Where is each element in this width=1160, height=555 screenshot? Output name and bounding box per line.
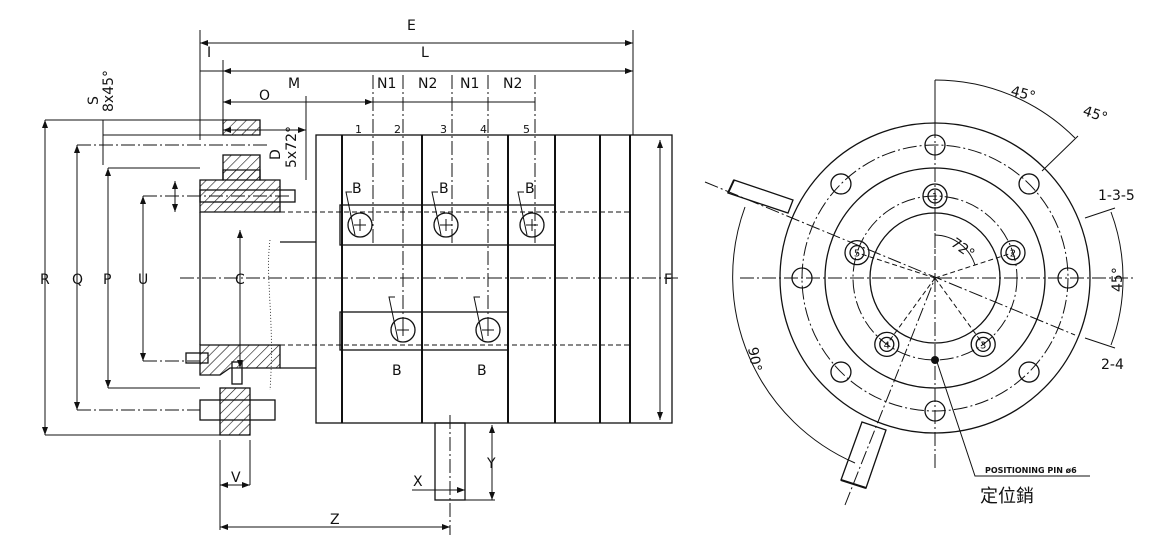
dimension-labels: E I L M N1 N2 N1 N2 O S 8x45° D 5x72° R … [40, 18, 672, 528]
dim-L: L [421, 45, 429, 61]
side-view: E I L M N1 N2 N1 N2 O S 8x45° D 5x72° R … [40, 18, 680, 535]
dim-O: O [259, 88, 270, 104]
dim-N2: N2 [418, 76, 437, 92]
tube-upper-left [727, 179, 794, 214]
bolt-hole [1057, 267, 1079, 289]
port-hole [345, 191, 373, 238]
port-label-B: B [477, 363, 487, 379]
dim-U: U [138, 272, 148, 288]
group-2-4: 2-4 [1101, 357, 1124, 373]
bolt-hole [830, 361, 852, 383]
port-label-B: B [352, 181, 362, 197]
bolt-hole [830, 173, 852, 195]
port-number-4: 4 [480, 123, 487, 136]
dim-E: E [407, 18, 416, 34]
positioning-pin-note-chinese: 定位銷 [980, 486, 1034, 507]
port-number-1: 1 [355, 123, 362, 136]
port-label-B: B [392, 363, 402, 379]
dim-X: X [413, 474, 423, 490]
dimension-lines [42, 30, 680, 530]
port-hole-2: 2 [934, 240, 1026, 279]
port-label-B: B [439, 181, 449, 197]
flange-section [185, 119, 630, 436]
svg-text:4: 4 [884, 340, 890, 351]
bolt-hole [1018, 361, 1040, 383]
dim-N1: N1 [377, 76, 396, 92]
dim-M: M [288, 76, 300, 92]
positioning-pin-note: POSITIONING PIN ø6 [985, 466, 1077, 475]
dim-Z: Z [330, 512, 340, 528]
svg-text:5: 5 [854, 249, 860, 260]
dim-P: P [103, 272, 111, 288]
angle-45-right: 45° [1110, 267, 1126, 292]
port-hole [473, 296, 501, 343]
port-hole-1: 1 [922, 183, 948, 278]
dim-N1-2: N1 [460, 76, 479, 92]
group-1-3-5: 1-3-5 [1098, 188, 1135, 204]
port-hole-5: 5 [844, 240, 936, 279]
port-holes [345, 191, 545, 343]
dim-R: R [40, 272, 50, 288]
port-label-B: B [525, 181, 535, 197]
port-hole [431, 191, 459, 238]
dim-F: F [664, 272, 672, 288]
angle-45-top-label: 45° [1009, 83, 1037, 105]
bolt-hole [924, 134, 946, 156]
bolt-hole [791, 267, 813, 289]
bolt-hole [1018, 173, 1040, 195]
dim-V: V [231, 470, 241, 486]
port-number-3: 3 [440, 123, 447, 136]
rotary-union-body [315, 134, 673, 535]
port-hole [388, 296, 416, 343]
dim-chamfer: 8x45° [101, 70, 117, 112]
positioning-pin [931, 356, 939, 364]
angle-45-top: 45° [1081, 103, 1110, 126]
dim-D: D [268, 149, 284, 160]
port-hole [517, 191, 545, 238]
front-holes: 1 2 3 4 5 [791, 134, 1079, 422]
dim-N2-2: N2 [503, 76, 522, 92]
port-hole-3: 3 [934, 277, 996, 357]
dim-C: C [235, 272, 245, 288]
svg-text:3: 3 [980, 340, 986, 351]
dim-I: I [207, 45, 211, 61]
bolt-hole [924, 400, 946, 422]
port-number-5: 5 [523, 123, 530, 136]
dim-Q: Q [72, 272, 83, 288]
port-hole-4: 4 [874, 277, 936, 357]
svg-text:2: 2 [1010, 249, 1016, 260]
dim-Y: Y [486, 456, 496, 472]
dim-S: S [86, 96, 102, 105]
dim-D-note: 5x72° [284, 126, 300, 168]
port-number-2: 2 [394, 123, 401, 136]
tube-lower-left [840, 421, 887, 489]
angle-90: 90° [744, 346, 764, 373]
